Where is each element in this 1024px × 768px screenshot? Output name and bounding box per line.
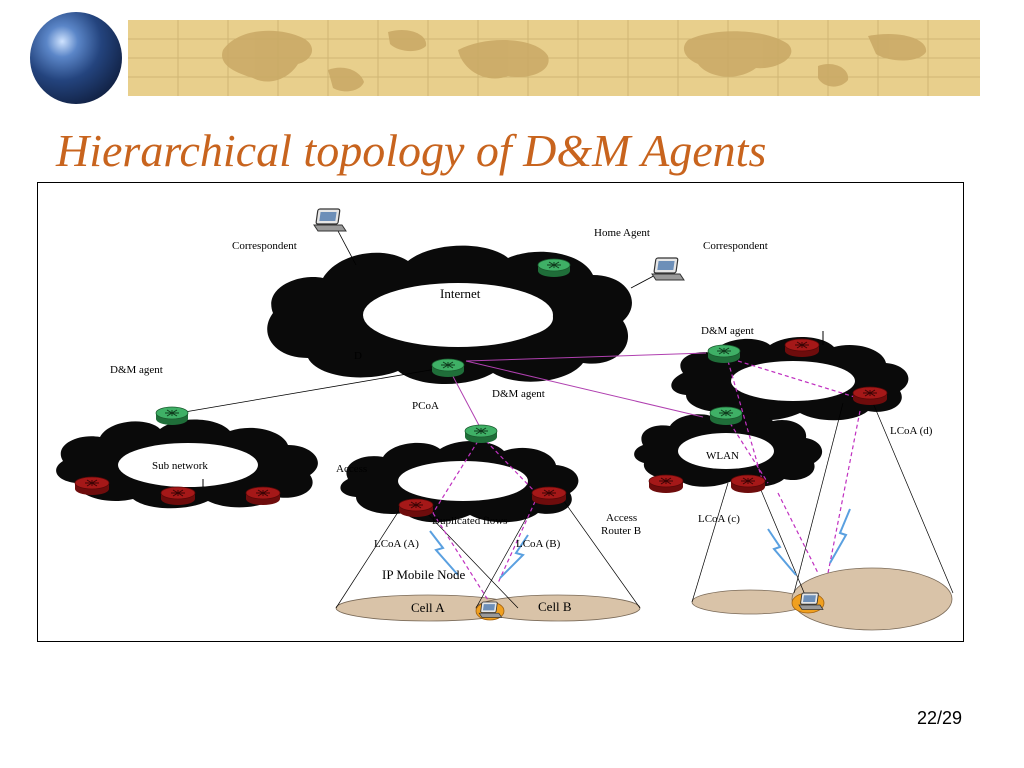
wlan-label: WLAN [706,450,739,462]
lcoa-c-label: LCoA (c) [698,513,740,525]
access-router-b-icon [531,486,567,506]
lcoa-a-label: LCoA (A) [374,538,419,550]
radio-links [429,508,851,579]
sub-network-label: Sub network [152,460,208,472]
cell-b-label: Cell B [538,599,572,614]
wlan-access-router-2-icon [730,474,766,494]
internet-cloud [267,245,632,385]
cell-a-label: Cell A [411,600,445,615]
lcoa-b-label: LCoA (B) [516,538,561,550]
ip-mobile-node-label: IP Mobile Node [382,567,466,582]
diagram-frame: Correspondent Home Agent Correspondent I… [37,182,964,642]
internet-gateway-router-icon [431,358,465,378]
subnet-dm-agent-router-icon [155,406,189,426]
world-map-graphic [128,20,980,96]
internet-label: Internet [440,286,481,301]
slide-title: Hierarchical topology of D&M Agents [56,125,767,176]
access-router-b-line1-label: Access [606,512,637,524]
pcoa-label: PCoA [412,400,439,412]
wlan-dm-agent-router-icon [709,406,743,426]
sub-network-cloud [56,419,318,509]
topology-diagram: Correspondent Home Agent Correspondent I… [56,208,954,631]
partial-d-label: D [354,350,362,362]
world-map-banner [128,20,980,96]
duplicated-flows-label: Duplicated flows [432,515,507,527]
subnet-access-router-2-icon [160,486,196,506]
access-router-b-line2-label: Router B [601,525,641,537]
dm-agent-center-label: D&M agent [492,388,545,400]
wlan-cloud [634,412,823,487]
cell-d [791,567,953,631]
right-access-router-2-icon [852,386,888,406]
home-agent-label: Home Agent [594,227,650,239]
home-agent-router-icon [537,258,571,278]
correspondent-left-laptop-icon [313,208,347,232]
wlan-access-router-1-icon [648,474,684,494]
access-router-a-icon [398,498,434,518]
dm-agent-right-label: D&M agent [701,325,754,337]
correspondent-left-label: Correspondent [232,240,297,252]
right-access-router-1-icon [784,338,820,358]
duplicated-flow-lines [432,360,861,609]
access-cloud [340,440,579,523]
access-left-label: Access [336,463,367,475]
correspondent-right-label: Correspondent [703,240,768,252]
right-dm-agent-router-icon [707,344,741,364]
page-number: 22/29 [916,708,962,728]
coverage-lines [335,402,954,609]
cell-c [691,589,809,615]
subnet-access-router-1-icon [74,476,110,496]
correspondent-right-laptop-icon [651,257,685,281]
subnet-access-router-3-icon [245,486,281,506]
dm-agent-left-label: D&M agent [110,364,163,376]
lcoa-d-label: LCoA (d) [890,425,933,437]
purple-links [447,352,707,432]
central-dm-agent-router-icon [464,424,498,444]
globe-icon [30,12,122,104]
